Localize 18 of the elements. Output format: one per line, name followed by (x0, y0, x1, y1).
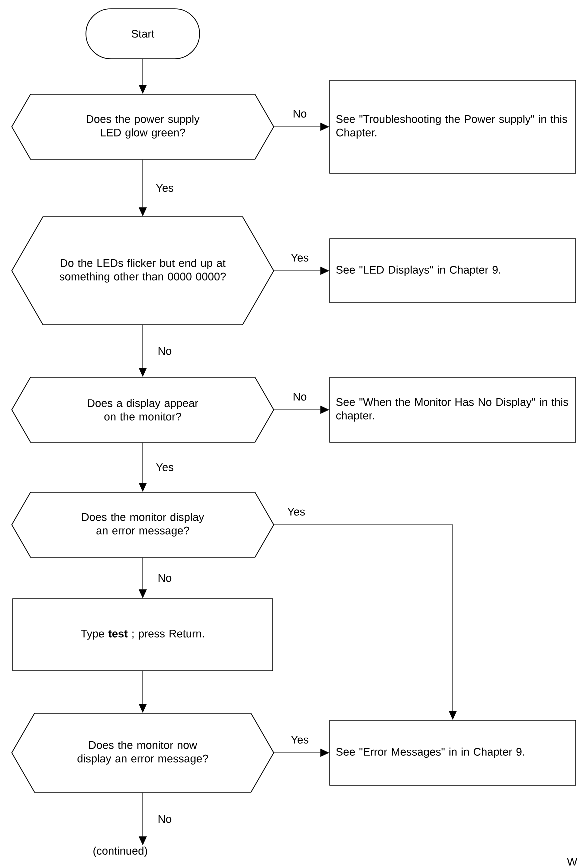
edge-label: Yes (286, 507, 306, 517)
edge-label: No (156, 814, 174, 824)
reference-box: See "When the Monitor Has No Display" in this chapter. (330, 377, 576, 443)
edge-label: No (156, 573, 174, 584)
process-box: Type test ; press Return. (12, 598, 274, 672)
start-terminal: Start (86, 8, 200, 60)
edge-label: Yes (290, 735, 310, 745)
reference-box: See "Error Messages" in in Chapter 9. (330, 720, 576, 786)
note-text: W (567, 858, 578, 866)
edge-label: No (292, 109, 308, 119)
edge-label: No (292, 392, 308, 402)
edge-label: Yes (155, 462, 175, 472)
edge-label: No (156, 346, 174, 356)
reference-box: See "LED Displays" in Chapter 9. (330, 238, 576, 304)
edge-label: Yes (290, 253, 310, 263)
edge-label: Yes (155, 183, 175, 194)
continuation-text: (continued) (94, 846, 148, 858)
reference-box: See "Troubleshooting the Power supply" in this Chapter. (330, 80, 576, 174)
